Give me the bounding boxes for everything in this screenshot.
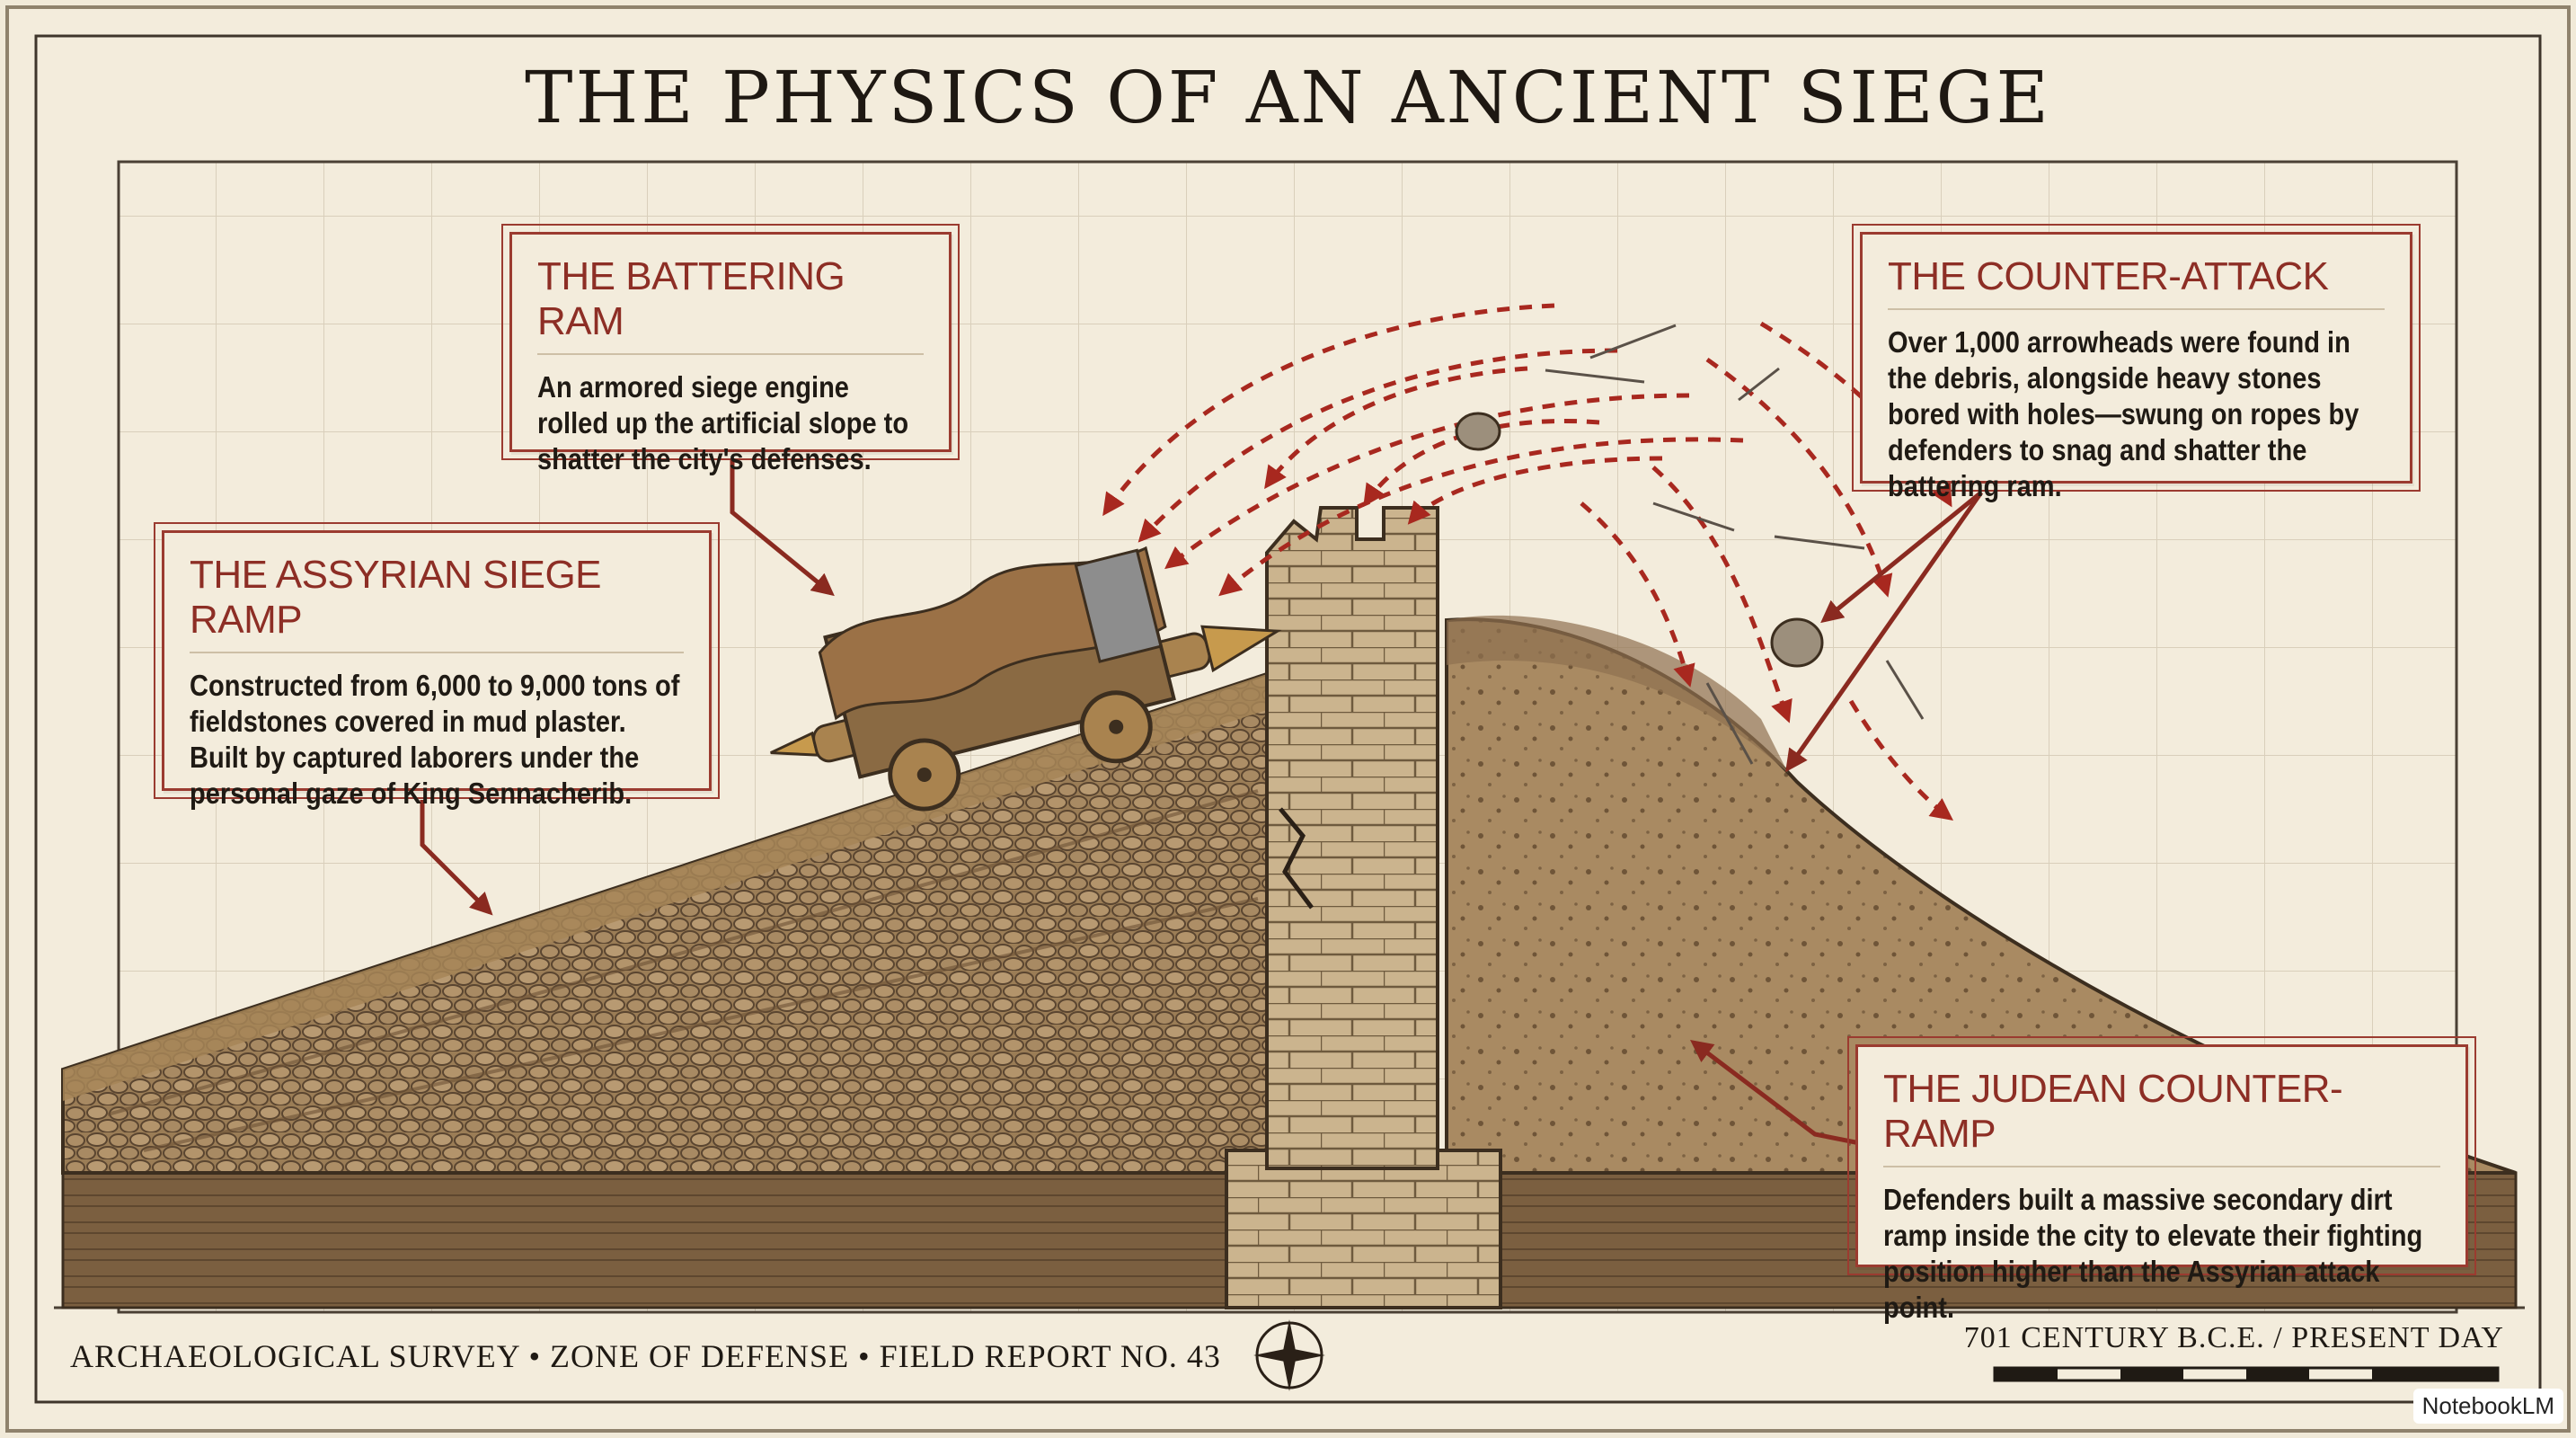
- defender-stone: [1455, 412, 1501, 451]
- notebooklm-watermark: NotebookLM: [2412, 1389, 2563, 1424]
- page-title: THE PHYSICS OF AN ANCIENT SIEGE: [525, 56, 2051, 139]
- date-caption: 701 CENTURY B.C.E. / PRESENT DAY: [1963, 1321, 2504, 1354]
- callout-heading: THE ASSYRIAN SIEGE RAMP: [190, 553, 684, 653]
- wall-crack: [1279, 807, 1314, 910]
- city-wall-tower: [1225, 506, 1502, 1309]
- defender-stone: [1770, 617, 1824, 668]
- battering-ram-callout: THE BATTERING RAM An armored siege engin…: [501, 224, 960, 475]
- callout-heading: THE JUDEAN COUNTER-RAMP: [1883, 1067, 2440, 1167]
- survey-caption: ARCHAEOLOGICAL SURVEY • ZONE OF DEFENSE …: [70, 1338, 1221, 1374]
- defender-arrows: [1545, 324, 1925, 765]
- outer-frame: [34, 34, 2542, 1404]
- callout-body: An armored siege engine rolled up the ar…: [537, 370, 909, 475]
- callout-heading: THE BATTERING RAM: [537, 254, 924, 355]
- callout-pointers: [420, 458, 1984, 1146]
- counter-attack-callout: THE COUNTER-ATTACK Over 1,000 arrowheads…: [1852, 224, 2421, 502]
- counter-ramp-callout: THE JUDEAN COUNTER-RAMP Defenders built …: [1847, 1036, 2476, 1324]
- inner-frame: [117, 160, 2458, 1314]
- ramp-strata-2: [143, 897, 1259, 1152]
- counter-ramp-rubble: [1447, 615, 1788, 773]
- ramp-strata-1: [107, 789, 1259, 1116]
- ramp-plaster-surface: [63, 674, 1267, 1101]
- callout-body: Over 1,000 arrowheads were found in the …: [1888, 325, 2359, 502]
- siege-ramp-callout: THE ASSYRIAN SIEGE RAMP Constructed from…: [154, 522, 720, 810]
- scale-bar: [1993, 1366, 2500, 1382]
- compass-rose-icon: [1253, 1319, 1325, 1391]
- battering-ram-engine: [770, 546, 1282, 812]
- callout-body: Constructed from 6,000 to 9,000 tons of …: [190, 669, 680, 810]
- callout-heading: THE COUNTER-ATTACK: [1888, 254, 2385, 310]
- callout-body: Defenders built a massive secondary dirt…: [1883, 1183, 2423, 1324]
